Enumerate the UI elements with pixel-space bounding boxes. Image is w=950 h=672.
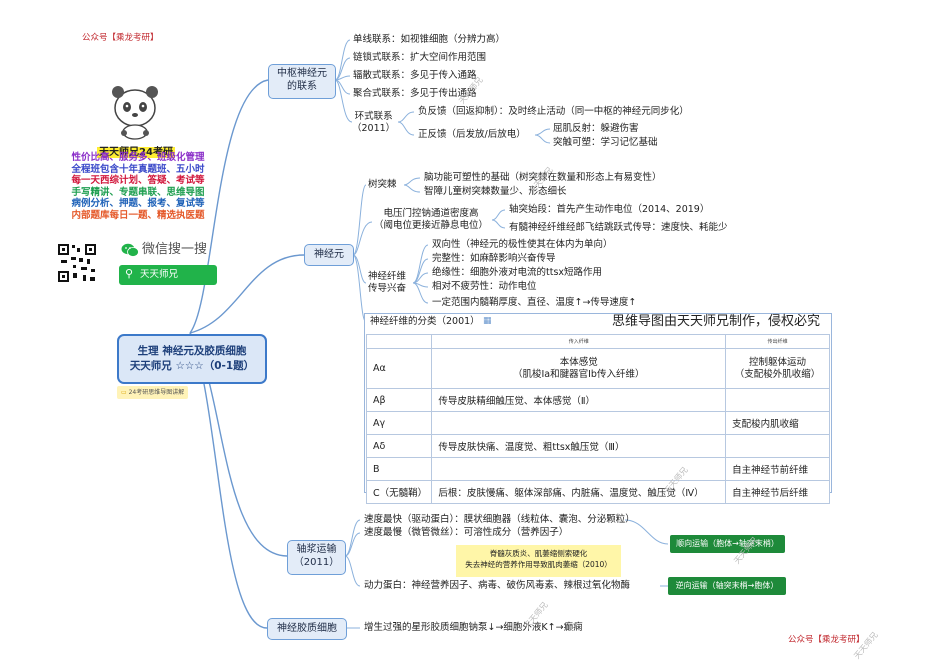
fiber-item-2: 完整性：如麻醉影响兴奋传导 xyxy=(432,253,556,264)
row-efferent: 自主神经节前纤维 xyxy=(725,457,830,481)
row-efferent: 支配梭内肌收缩 xyxy=(725,411,830,435)
positive-feedback-item-1: 屈肌反射：躲避伤害 xyxy=(553,123,639,134)
spine-item-1: 脑功能可塑性的基础（树突棘在数量和形态上有易变性） xyxy=(424,172,662,183)
row-afferent: 传导皮肤快痛、温度觉、粗ttsx触压觉（Ⅲ） xyxy=(431,434,727,458)
table-row: Aδ 传导皮肤快痛、温度觉、粗ttsx触压觉（Ⅲ） xyxy=(365,434,830,458)
wechat-search-label: 微信搜一搜 xyxy=(142,242,208,257)
root-subtitle: 天天师兄 ☆☆☆（0-1题） xyxy=(129,360,255,372)
negative-feedback: 负反馈（回返抑制）：及时终止活动（同一中枢的神经元同步化） xyxy=(418,106,689,117)
clinical-note: 脊髓灰质炎、肌萎缩侧索硬化 失去神经的营养作用导致肌肉萎缩（2010） xyxy=(456,545,621,577)
ad-feature-line: 病例分析、押题、报考、复试等 xyxy=(71,198,205,209)
row-efferent: 控制躯体运动 （支配梭外肌收缩） xyxy=(725,348,830,389)
table-row: Aγ 支配梭内肌收缩 xyxy=(365,411,830,435)
voltage-item-1: 轴突始段：首先产生动作电位（2014、2019） xyxy=(509,204,710,215)
row-type: C（无髓鞘） xyxy=(365,480,433,504)
dynein-transport: 动力蛋白：神经营养因子、病毒、破伤风毒素、辣根过氧化物酶 xyxy=(364,580,631,591)
dendritic-spine-label: 树突棘 xyxy=(368,179,397,190)
root-note: ▭ 24考研思维导图讲解 xyxy=(117,386,189,399)
spine-item-2: 智障儿童树突棘数量少、形态细长 xyxy=(424,186,567,197)
row-afferent: 后根：皮肤慢痛、躯体深部痛、内脏痛、温度觉、触压觉（Ⅳ） xyxy=(431,480,727,504)
fiber-item-4: 相对不疲劳性：动作电位 xyxy=(432,281,537,292)
row-afferent: 传导皮肤精细触压觉、本体感觉（Ⅱ） xyxy=(431,388,727,412)
table-row: B 自主神经节前纤维 xyxy=(365,457,830,481)
ad-feature-line: 内部题库每日一题、精选执医题 xyxy=(71,209,205,221)
topic-central-connections[interactable]: 中枢神经元 的联系 xyxy=(268,64,336,99)
central-item-4: 聚合式联系：多见于传出通路 xyxy=(353,88,477,99)
row-type: Aα xyxy=(365,348,433,389)
ad-title: 天天师兄24考研 xyxy=(96,140,176,159)
anterograde-chip[interactable]: 顺向运输（胞体→轴突末梢） xyxy=(670,535,785,553)
row-efferent xyxy=(725,434,830,458)
topic-neuron[interactable]: 神经元 xyxy=(304,244,354,266)
kinesin-fast-transport: 速度最快（驱动蛋白）：膜状细胞器（线粒体、囊泡、分泌颗粒） xyxy=(364,514,635,525)
fiber-item-1: 双向性（神经元的极性使其在体内为单向） xyxy=(432,239,613,250)
row-type: B xyxy=(365,457,433,481)
ad-feature-line: 性价比高、服务多、班级化管理 xyxy=(71,152,205,163)
positive-feedback-item-2: 突触可塑：学习记忆基础 xyxy=(553,137,658,148)
central-item-3: 辐散式联系：多见于传入通路 xyxy=(353,70,477,81)
header-afferent: 传入纤维 xyxy=(431,334,727,349)
search-icon: ⚲ xyxy=(125,267,134,280)
header-type xyxy=(365,334,433,349)
copyright-notice: 思维导图由天天师兄制作，侵权必究 xyxy=(612,314,821,329)
positive-feedback: 正反馈（后发放/后放电） xyxy=(418,129,526,140)
retrograde-chip[interactable]: 逆向运输（轴突末梢→胞体） xyxy=(668,577,786,595)
ad-feature-list: 性价比高、服务多、班级化管理全程班包含十年真题班、五小时每一天西综计划、答疑、考… xyxy=(56,152,220,221)
fiber-speed-note: 一定范围内髓鞘厚度、直径、温度↑→传导速度↑ xyxy=(432,297,637,308)
classification-title: 神经纤维的分类（2001） xyxy=(370,316,480,327)
table-row: Aβ 传导皮肤精细触压觉、本体感觉（Ⅱ） xyxy=(365,388,830,412)
ad-feature-line: 手写精讲、专题串联、思维导图 xyxy=(71,186,205,198)
row-efferent xyxy=(725,388,830,412)
row-type: Aβ xyxy=(365,388,433,412)
root-note-text: 24考研思维导图讲解 xyxy=(128,389,185,396)
classification-table: 传入纤维 传出纤维 Aα 本体感觉 （肌梭Ⅰa和腱器官Ⅰb传入纤维） 控制躯体运… xyxy=(365,334,830,504)
ad-feature-line: 每一天西综计划、答疑、考试等 xyxy=(71,175,205,186)
table-header-row: 传入纤维 传出纤维 xyxy=(365,334,830,349)
ad-title-text: 天天师兄24考研 xyxy=(97,147,175,158)
central-item-2: 链锁式联系：扩大空间作用范围 xyxy=(353,52,487,63)
table-icon: ▦ xyxy=(483,316,492,326)
wechat-search-box[interactable]: ⚲ 天天师兄 xyxy=(119,265,217,285)
brand-label-bottom: 公众号【乘龙考研】 xyxy=(788,635,865,645)
brand-label-top: 公众号【乘龙考研】 xyxy=(82,33,159,43)
note-icon: ▭ xyxy=(121,389,127,396)
central-item-1: 单线联系：如视锥细胞（分辨力高） xyxy=(353,34,506,45)
sodium-channel-label: 电压门控钠通道密度高 （阈电位更接近静息电位） xyxy=(374,208,489,231)
table-row: C（无髓鞘） 后根：皮肤慢痛、躯体深部痛、内脏痛、温度觉、触压觉（Ⅳ） 自主神经… xyxy=(365,480,830,504)
wechat-search-text: 天天师兄 xyxy=(140,269,179,280)
qr-code-icon xyxy=(57,243,97,283)
row-efferent: 自主神经节后纤维 xyxy=(725,480,830,504)
row-afferent xyxy=(431,411,727,435)
topic-glial-cells[interactable]: 神经胶质细胞 xyxy=(267,618,347,640)
slow-transport: 速度最慢（微管微丝）：可溶性成分（营养因子） xyxy=(364,527,569,538)
voltage-item-2: 有髓神经纤维经郎飞结跳跃式传导：速度快、耗能少 xyxy=(509,222,728,233)
panda-mascot-icon xyxy=(112,86,158,140)
glia-epilepsy-note: 增生过强的星形胶质细胞钠泵↓→细胞外液K↑→癫痫 xyxy=(364,622,583,633)
header-efferent: 传出纤维 xyxy=(725,334,830,349)
wechat-icon xyxy=(121,243,139,257)
circuit-connection-label: 环式联系 （2011） xyxy=(352,111,396,134)
topic-axoplasmic-transport[interactable]: 轴浆运输 （2011） xyxy=(287,540,346,575)
fiber-conduction-label: 神经纤维 传导兴奋 xyxy=(368,271,407,294)
ad-feature-line: 全程班包含十年真题班、五小时 xyxy=(71,163,205,175)
row-type: Aγ xyxy=(365,411,433,435)
row-type: Aδ xyxy=(365,434,433,458)
root-title: 生理 神经元及胶质细胞 xyxy=(137,345,247,357)
root-topic[interactable]: 生理 神经元及胶质细胞 天天师兄 ☆☆☆（0-1题） xyxy=(117,334,267,384)
fiber-item-3: 绝缘性：细胞外液对电流的ttsx短路作用 xyxy=(432,267,603,278)
table-row: Aα 本体感觉 （肌梭Ⅰa和腱器官Ⅰb传入纤维） 控制躯体运动 （支配梭外肌收缩… xyxy=(365,348,830,389)
row-afferent: 本体感觉 （肌梭Ⅰa和腱器官Ⅰb传入纤维） xyxy=(431,348,727,389)
